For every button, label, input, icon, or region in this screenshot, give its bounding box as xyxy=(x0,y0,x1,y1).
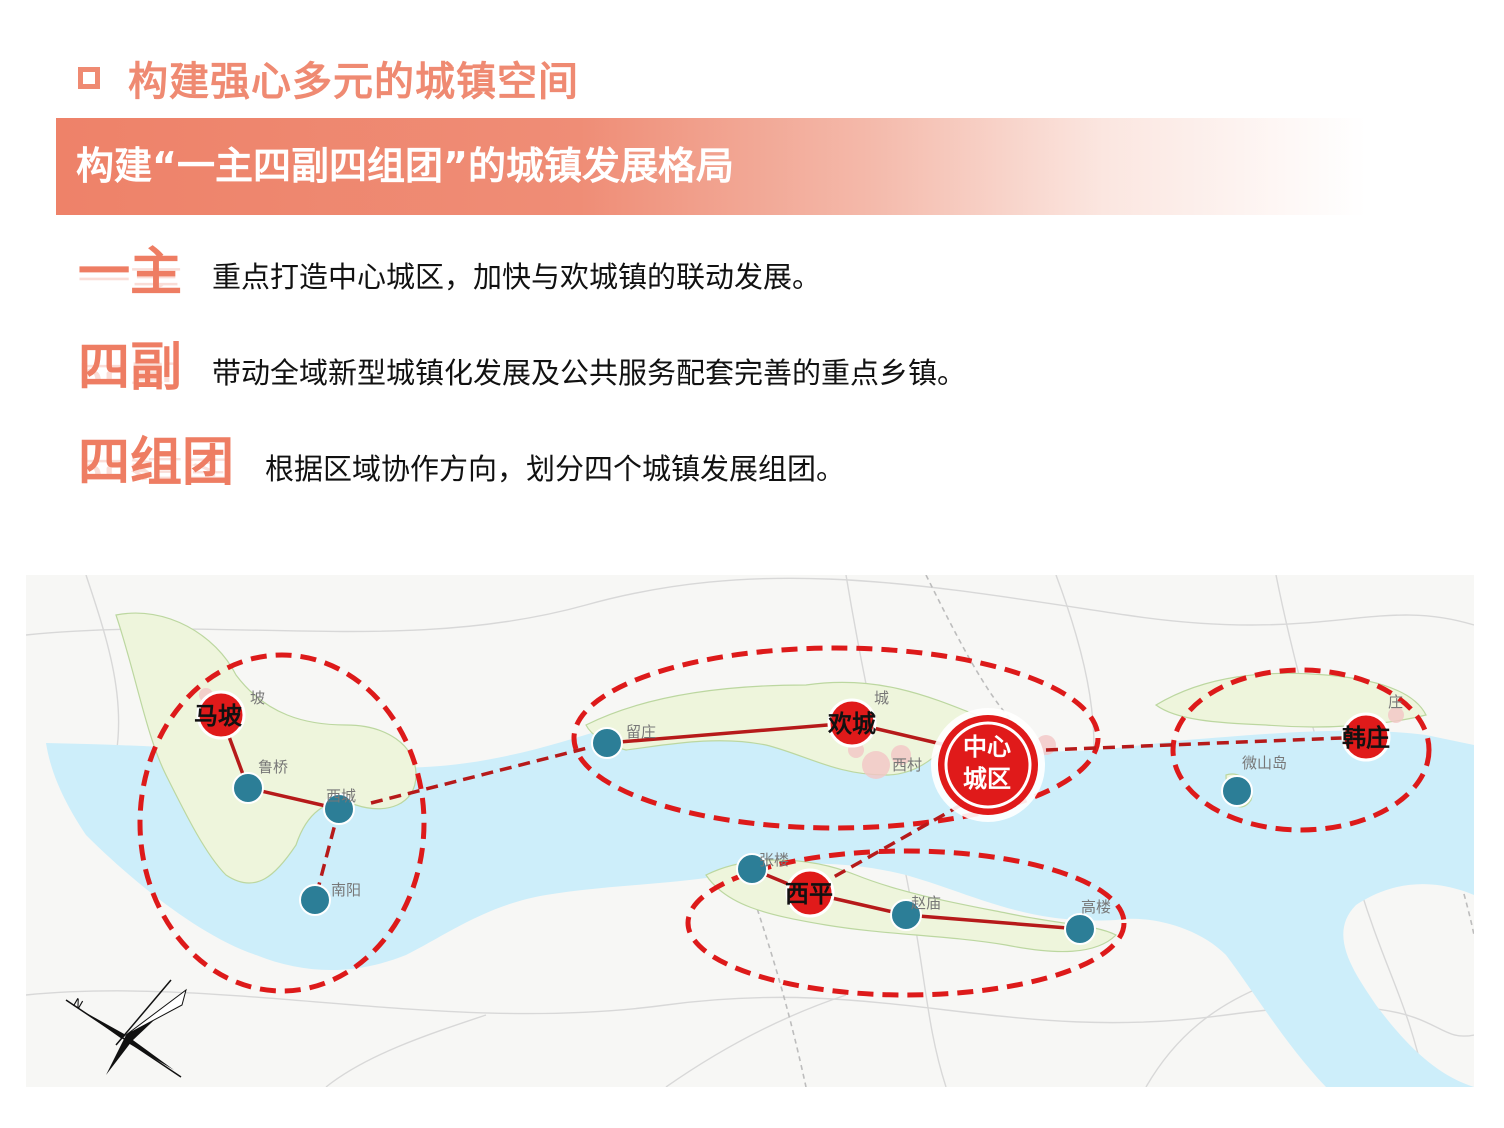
map-svg: 坡 鲁桥 西城 南阳 留庄 城 西村 微山岛 庄 张楼 赵庙 高楼 马坡 欢城 … xyxy=(26,575,1474,1087)
node-zhanglou xyxy=(736,853,768,885)
label-mapo: 马坡 xyxy=(194,702,242,730)
node-gaolou xyxy=(1064,913,1096,945)
link-center-xiping xyxy=(815,803,962,889)
cluster-xiping xyxy=(685,848,1127,998)
label-center-1: 中心 xyxy=(963,733,1011,761)
label-liuzhuang: 留庄 xyxy=(626,723,656,741)
label-xiping: 西平 xyxy=(785,880,833,908)
cluster-center xyxy=(571,645,1101,831)
node-luqiao xyxy=(232,772,264,804)
section-title: 构建强心多元的城镇空间 xyxy=(78,48,579,108)
node-nanyang xyxy=(299,884,331,916)
label-zhaomiao: 赵庙 xyxy=(911,894,941,912)
node-weishandao xyxy=(1221,775,1253,807)
cluster-hanzhuang xyxy=(1170,667,1432,833)
label-po-small: 坡 xyxy=(250,689,265,707)
label-weishandao: 微山岛 xyxy=(1242,754,1287,772)
town-structure-map: 坡 鲁桥 西城 南阳 留庄 城 西村 微山岛 庄 张楼 赵庙 高楼 马坡 欢城 … xyxy=(26,575,1474,1087)
node-zhaomiao xyxy=(890,899,922,931)
banner-text: 构建“一主四副四组团”的城镇发展格局 xyxy=(76,144,734,188)
node-liuzhuang xyxy=(591,727,623,759)
cluster-mapo xyxy=(137,652,427,994)
subtitle-banner: 构建“一主四副四组团”的城镇发展格局 xyxy=(56,118,1366,215)
item-sizutuan: 四组团 四组团 xyxy=(78,433,234,493)
label-luqiao: 鲁桥 xyxy=(258,758,288,776)
marker-xiping xyxy=(785,868,835,918)
label-gaolou: 高楼 xyxy=(1081,898,1111,916)
item-key: 四副 四副 xyxy=(78,338,183,398)
marker-hanzhuang xyxy=(1341,712,1391,762)
item-desc: 重点打造中心城区，加快与欢城镇的联动发展。 xyxy=(212,260,822,294)
link-xicheng-liuzhuang xyxy=(370,741,608,805)
label-nanyang: 南阳 xyxy=(331,881,361,899)
label-huancheng: 欢城 xyxy=(827,710,876,738)
node-xicheng xyxy=(323,793,355,825)
lake-water xyxy=(46,716,1474,1087)
label-zhanglou: 张楼 xyxy=(759,851,789,869)
label-cheng-small: 城 xyxy=(874,689,889,707)
center-labels: 中心 城区 xyxy=(963,733,1011,793)
marker-center xyxy=(938,715,1038,815)
square-bullet-icon xyxy=(78,67,100,89)
main-town-markers xyxy=(196,690,1391,918)
label-hanzhuang: 韩庄 xyxy=(1342,724,1390,752)
item-desc: 根据区域协作方向，划分四个城镇发展组团。 xyxy=(265,452,846,486)
marker-center-ring xyxy=(944,721,1032,809)
item-sifu: 四副 四副 xyxy=(78,338,182,398)
marker-mapo xyxy=(196,690,246,740)
link-liuzhuang-huancheng xyxy=(606,721,853,745)
place-labels: 坡 鲁桥 西城 南阳 留庄 城 西村 微山岛 庄 张楼 赵庙 高楼 xyxy=(250,689,1403,916)
label-xicheng: 西城 xyxy=(326,787,356,805)
link-center-hanzhuang xyxy=(1045,735,1367,752)
compass-icon: N xyxy=(65,979,187,1078)
link-zhaomiao-gaolou xyxy=(905,913,1081,931)
item-desc: 带动全域新型城镇化发展及公共服务配套完善的重点乡镇。 xyxy=(212,356,967,390)
item-key: 一主 一主 xyxy=(78,243,183,303)
label-ximu: 西村 xyxy=(892,756,922,774)
town-labels: 马坡 欢城 韩庄 西平 xyxy=(194,702,1390,908)
marker-huancheng xyxy=(827,698,877,748)
section-title-text: 构建强心多元的城镇空间 xyxy=(128,59,579,105)
item-key: 四组团 四组团 xyxy=(78,433,235,493)
cluster-boundaries xyxy=(137,645,1432,998)
label-zhuang-small: 庄 xyxy=(1388,693,1403,711)
town-nodes xyxy=(232,727,1253,945)
item-yizhu: 一主 一主 xyxy=(78,243,182,303)
label-center-2: 城区 xyxy=(963,765,1011,793)
